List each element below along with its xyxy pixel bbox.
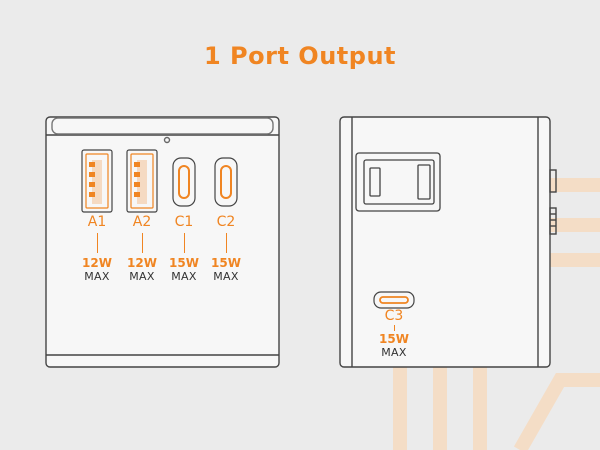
port-wattage: 12W	[127, 256, 157, 270]
connector-line	[141, 233, 143, 253]
port-wattage: 15W	[211, 256, 241, 270]
port-max: MAX	[213, 270, 239, 283]
port-name: A1	[87, 214, 107, 230]
usb-a-port-1	[81, 149, 113, 213]
port-label-c2: C2 15W MAX	[206, 214, 246, 283]
port-label-c1: C1 15W MAX	[164, 214, 204, 283]
port-name: C2	[216, 214, 236, 230]
port-label-a2: A2 12W MAX	[122, 214, 162, 283]
port-wattage: 15W	[379, 332, 409, 346]
connector-line	[183, 233, 185, 253]
usb-a-port-2	[126, 149, 158, 213]
page-title: 1 Port Output	[204, 42, 396, 70]
connector-line	[225, 233, 227, 253]
port-label-c3: C3 15W MAX	[374, 308, 414, 359]
usb-c-port-2	[214, 157, 238, 207]
usb-c-port-3	[373, 291, 415, 309]
port-max: MAX	[171, 270, 197, 283]
connector-line	[96, 233, 98, 253]
port-name: C3	[384, 308, 404, 324]
port-wattage: 15W	[169, 256, 199, 270]
connector-line	[393, 325, 395, 331]
ac-outlet	[355, 152, 441, 212]
port-max: MAX	[84, 270, 110, 283]
port-wattage: 12W	[82, 256, 112, 270]
side-device	[339, 116, 557, 368]
port-name: A2	[132, 214, 152, 230]
port-name: C1	[174, 214, 194, 230]
port-label-a1: A1 12W MAX	[77, 214, 117, 283]
port-max: MAX	[381, 346, 407, 359]
usb-c-port-1	[172, 157, 196, 207]
port-max: MAX	[129, 270, 155, 283]
